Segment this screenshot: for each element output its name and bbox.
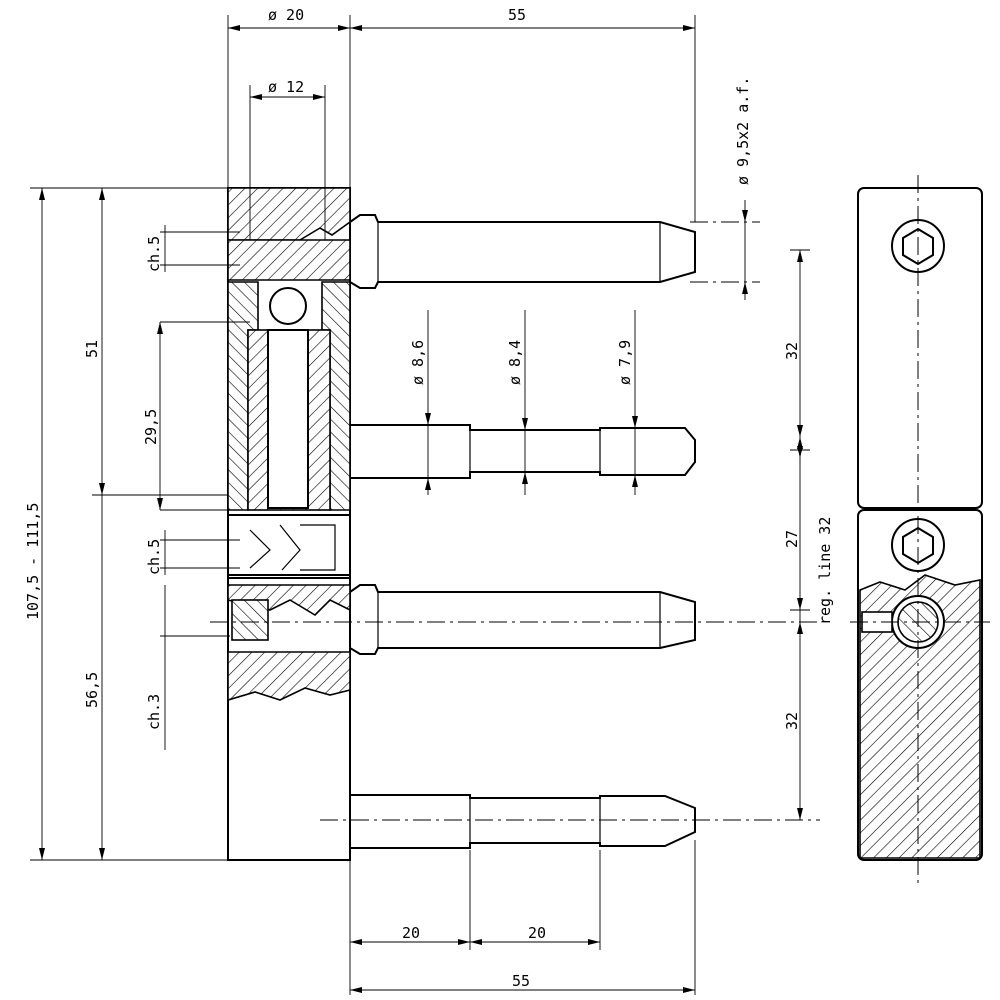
dim-upper-height: 51 (83, 340, 101, 358)
dim-chamfer-bottom: ch.3 (145, 694, 163, 730)
lower-socket-chamfer (249, 529, 271, 569)
dim-spacing-upper: 32 (783, 342, 801, 360)
pin-top (349, 214, 696, 289)
top-cap-section (227, 187, 351, 241)
dim-spacing-middle: 27 (783, 530, 801, 548)
ball (269, 287, 307, 325)
side-section-hatch (859, 574, 981, 859)
dimension-labels: ø 20 55 ø 12 ø 9,5x2 a.f. 107,5 - 111,5 … (24, 6, 834, 990)
dim-bottom-pin-length: 55 (512, 972, 530, 990)
dim-sleeve-length: 29,5 (142, 409, 160, 445)
barrel-bottom-section-lower (227, 651, 351, 702)
side-body-top (857, 187, 983, 509)
pin-bottom (350, 794, 696, 849)
dim-chamfer-top: ch.5 (145, 236, 163, 272)
pin-third (349, 584, 696, 655)
dim-total-height: 107,5 - 111,5 (24, 503, 42, 620)
barrel-bottom-socket (231, 599, 269, 641)
dim-step-length-2: 20 (528, 924, 546, 942)
dim-lower-height: 56,5 (83, 672, 101, 708)
dim-hex-socket: ø 9,5x2 a.f. (734, 77, 752, 185)
lower-socket (227, 514, 351, 576)
inner-pin (267, 329, 309, 509)
lower-pin-tip (279, 524, 336, 571)
dim-ref-line: reg. line 32 (816, 517, 834, 625)
upper-socket-section (227, 239, 351, 281)
side-view (850, 175, 990, 885)
dim-top-pin-length: 55 (508, 6, 526, 24)
dim-pin-diameter-2: ø 8,4 (506, 340, 524, 385)
dim-barrel-diameter: ø 20 (268, 6, 304, 24)
dimension-lines (30, 15, 810, 995)
dim-inner-diameter: ø 12 (268, 78, 304, 96)
dim-pin-diameter-1: ø 8,6 (409, 340, 427, 385)
dim-spacing-lower: 32 (783, 712, 801, 730)
dim-chamfer-mid: ch.5 (145, 539, 163, 575)
dim-step-length-1: 20 (402, 924, 420, 942)
sectional-view (210, 187, 820, 861)
pin-second (350, 424, 696, 479)
dim-pin-diameter-3: ø 7,9 (616, 340, 634, 385)
